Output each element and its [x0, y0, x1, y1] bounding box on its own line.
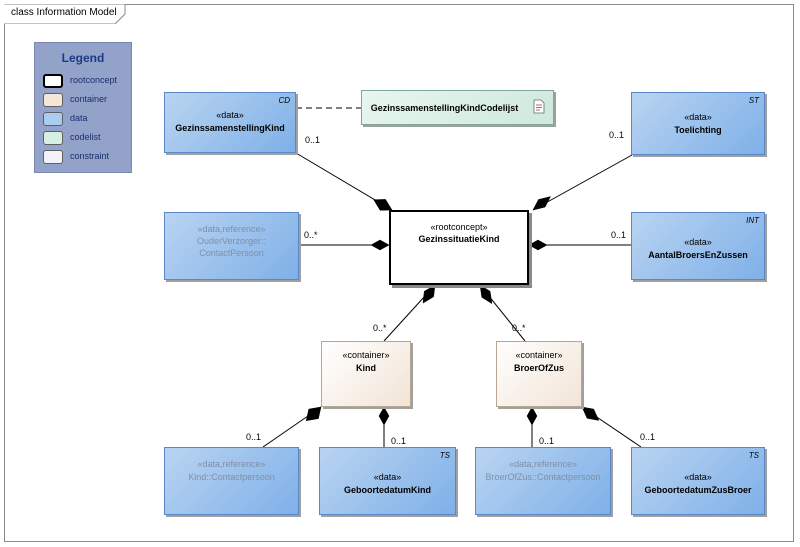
diamond-ouderverzorger — [370, 239, 390, 251]
legend-swatch-codelist — [43, 131, 63, 145]
class-name: GezinssituatieKind — [418, 234, 500, 244]
multiplicity-geboortedatum-kind: 0..1 — [391, 436, 407, 446]
type-tag: TS — [439, 451, 450, 460]
type-tag: TS — [748, 451, 759, 460]
class-stereotype: «data,reference» — [197, 459, 266, 469]
class-name: BroerOfZus — [513, 363, 564, 373]
class-stereotype: «container» — [342, 350, 390, 360]
diamond-gezinssamenstelling — [373, 199, 393, 211]
class-kind-contactpersoon[interactable]: «data,reference» Kind::Contactpersoon — [164, 447, 299, 515]
diamond-geboortedatum-zus — [581, 406, 600, 421]
class-geboortedatumkind[interactable]: TS «data» GeboortedatumKind — [319, 447, 456, 515]
multiplicity-broerofzus: 0..* — [512, 323, 526, 333]
class-ouderverzorger-contactpersoon[interactable]: «data,reference» OuderVerzorger:: Contac… — [164, 212, 299, 280]
diamond-geboortedatum-kind — [378, 406, 390, 426]
class-gezinssamenstellingkindcodelijst[interactable]: GezinssamenstellingKindCodelijst — [361, 90, 554, 125]
legend-label: data — [70, 113, 88, 123]
class-stereotype: «container» — [515, 350, 563, 360]
multiplicity-gezinssamenstelling: 0..1 — [305, 135, 321, 145]
diamond-kind — [422, 284, 436, 304]
diamond-broerofzus — [479, 284, 493, 305]
multiplicity-kind-contact: 0..1 — [246, 432, 262, 442]
class-aantalbroersenzussen[interactable]: INT «data» AantalBroersEnZussen — [631, 212, 765, 280]
type-tag: ST — [748, 96, 759, 105]
class-stereotype: «data» — [216, 110, 244, 120]
class-stereotype: «data» — [684, 112, 712, 122]
class-name: GeboortedatumZusBroer — [644, 485, 752, 495]
class-name: OuderVerzorger:: — [196, 236, 267, 246]
class-kind[interactable]: «container» Kind — [321, 341, 411, 407]
class-geboortedatumzusbroer[interactable]: TS «data» GeboortedatumZusBroer — [631, 447, 765, 515]
note-icon — [533, 99, 545, 114]
class-stereotype: «data» — [373, 472, 402, 482]
class-stereotype: «data,reference» — [197, 224, 266, 234]
legend-swatch-container — [43, 93, 63, 107]
multiplicity-ouderverzorger: 0..* — [304, 230, 318, 240]
multiplicity-kind: 0..* — [373, 323, 387, 333]
legend-label: rootconcept — [70, 75, 118, 85]
class-name: GeboortedatumKind — [344, 485, 431, 495]
class-stereotype: «data,reference» — [508, 459, 578, 469]
class-stereotype: «data» — [684, 472, 712, 482]
legend-label: container — [70, 94, 108, 104]
connector-toelichting — [532, 154, 633, 211]
class-stereotype: «data» — [684, 237, 712, 247]
class-name: Toelichting — [674, 125, 722, 135]
legend-label: codelist — [70, 132, 101, 142]
class-gezinssituatiekind[interactable]: «rootconcept» GezinssituatieKind — [389, 210, 529, 285]
class-name: ContactPersoon — [199, 248, 264, 258]
diagram-title: class Information Model — [11, 7, 117, 18]
multiplicity-aantal: 0..1 — [611, 230, 627, 240]
diamond-aantal — [528, 239, 548, 251]
legend: Legend rootconcept container data codeli… — [34, 42, 132, 173]
diamond-kind-contact — [305, 406, 322, 422]
legend-swatch-data — [43, 112, 63, 126]
class-broerofzus-contactpersoon[interactable]: «data,reference» BroerOfZus::Contactpers… — [475, 447, 611, 515]
class-name: Kind::Contactpersoon — [188, 472, 275, 482]
type-tag: INT — [746, 216, 759, 225]
diagram-frame — [4, 4, 794, 542]
class-name: BroerOfZus::Contactpersoon — [485, 472, 601, 482]
class-name: GezinssamenstellingKind — [175, 123, 285, 133]
diamond-toelichting — [532, 196, 551, 211]
multiplicity-geboortedatum-zus: 0..1 — [640, 432, 656, 442]
diamond-broerofzus-contact — [526, 406, 538, 426]
multiplicity-broerofzus-contact: 0..1 — [539, 436, 555, 446]
legend-swatch-rootconcept — [43, 74, 63, 88]
legend-title: Legend — [61, 51, 105, 65]
class-broerofzus[interactable]: «container» BroerOfZus — [496, 341, 582, 407]
legend-label: constraint — [70, 151, 110, 161]
class-toelichting[interactable]: ST «data» Toelichting — [631, 92, 765, 155]
legend-swatch-constraint — [43, 150, 63, 164]
class-gezinssamenstellingkind[interactable]: CD «data» GezinssamenstellingKind — [164, 92, 296, 153]
class-name: AantalBroersEnZussen — [648, 250, 748, 260]
type-tag: CD — [278, 96, 290, 105]
class-stereotype: «rootconcept» — [430, 222, 488, 232]
class-name: Kind — [356, 363, 376, 373]
multiplicity-toelichting: 0..1 — [609, 130, 625, 140]
class-name: GezinssamenstellingKindCodelijst — [370, 103, 519, 113]
